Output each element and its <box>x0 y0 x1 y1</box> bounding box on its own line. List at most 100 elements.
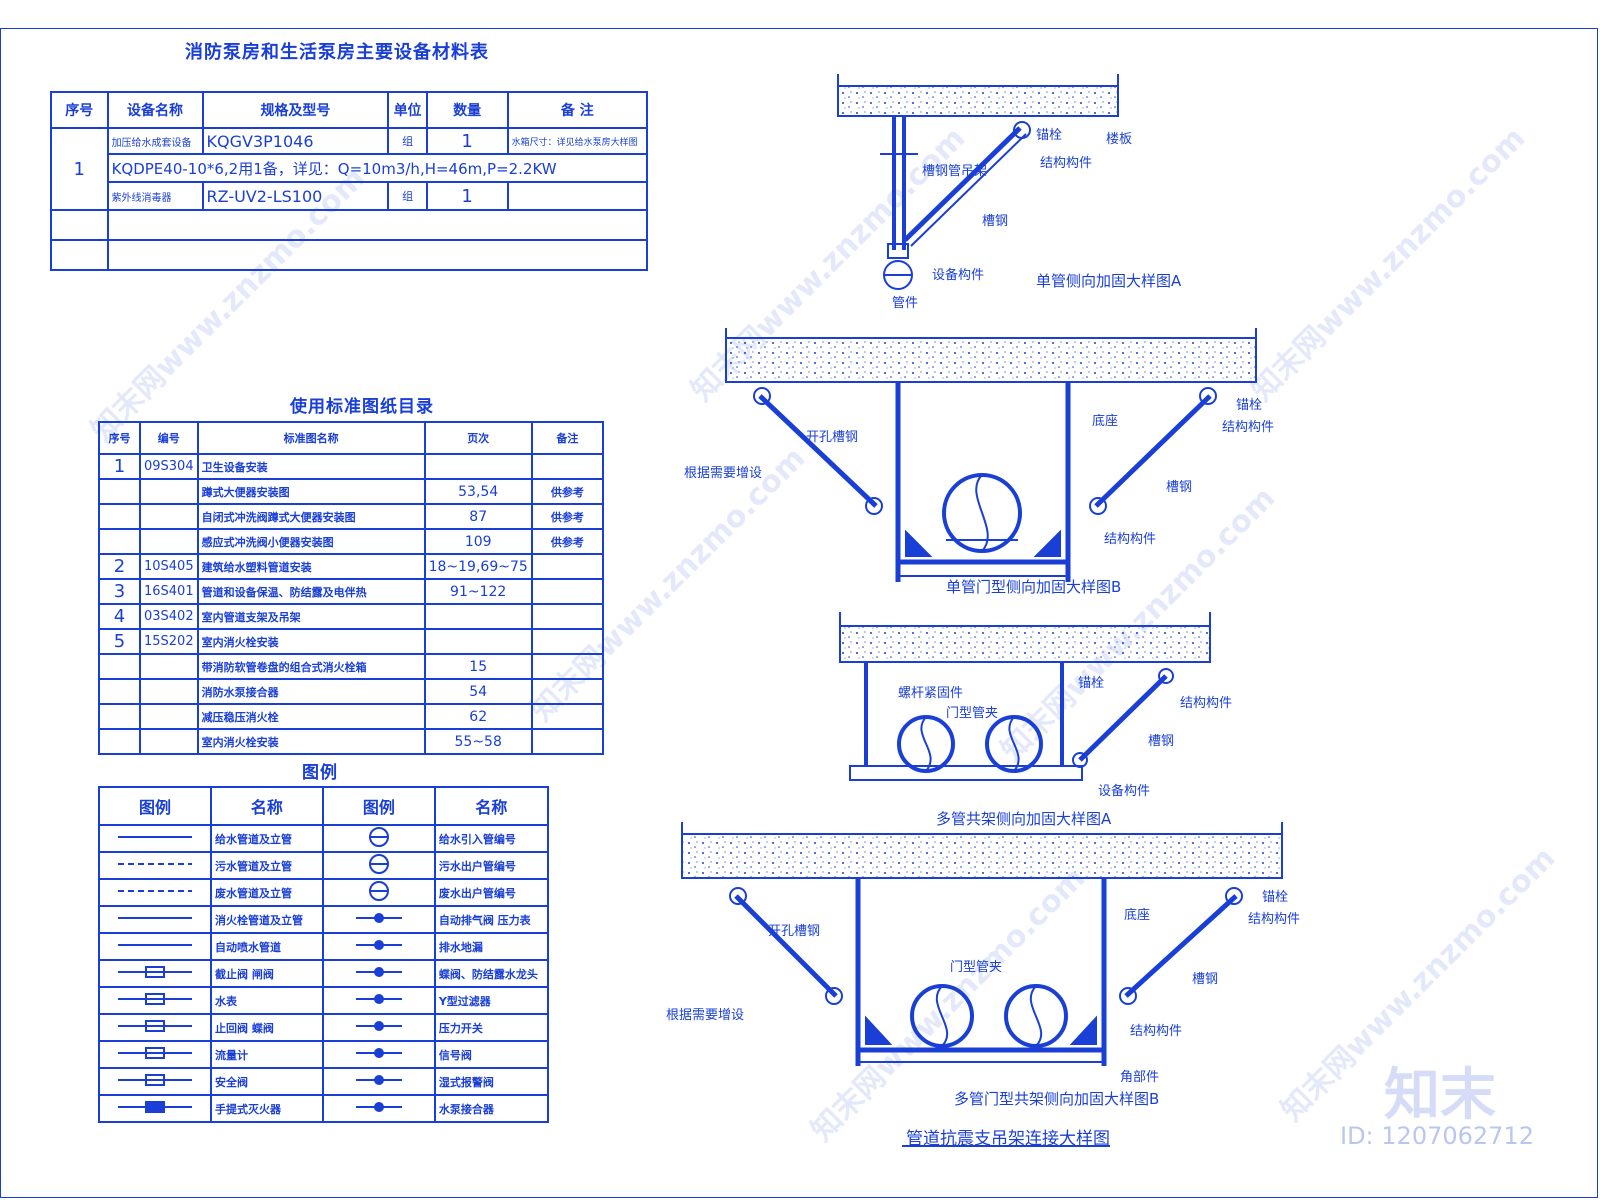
std-cell-page: 54 <box>423 678 533 705</box>
equipment-table: 序号 设备名称 规格及型号 单位 数量 备 注 1 加压给水成套设备 KQGV3… <box>50 91 649 271</box>
detail-b-label-brace: 槽钢 <box>1166 480 1193 495</box>
detail-d-label-clamp: 门型管夹 <box>950 960 1003 975</box>
std-cell-page: 18~19,69~75 <box>423 553 533 580</box>
std-header-code: 编号 <box>138 421 199 455</box>
legend-table-row: 截止阀 闸阀蝶阀、防结露水龙头 <box>97 959 550 988</box>
std-header-page: 页次 <box>423 421 533 455</box>
detail-b-label-struct2: 结构构件 <box>1104 532 1157 547</box>
legend-name-cell: 自动喷水管道 <box>210 932 324 961</box>
detail-c-slab <box>839 625 1211 663</box>
eq-empty-cell <box>50 239 109 271</box>
legend-symbol-cell <box>97 1094 213 1123</box>
legend-table-row: 废水管道及立管废水出户管编号 <box>97 878 550 907</box>
legend-symbol-cell <box>97 986 213 1015</box>
std-cell-name: 管道和设备保温、防结露及电伴热 <box>196 578 426 605</box>
std-cell-code <box>138 703 199 730</box>
legend-table-row: 自动喷水管道排水地漏 <box>97 932 550 961</box>
detail-b-label-bolt: 锚栓 <box>1236 398 1263 413</box>
std-cell-page: 55~58 <box>423 728 533 755</box>
legend-device-symbol-icon <box>355 1074 402 1085</box>
legend-name-cell: 给水引入管编号 <box>433 824 550 853</box>
legend-name-cell: 压力开关 <box>433 1013 550 1042</box>
detail-c-caption: 多管共架侧向加固大样图A <box>936 810 1112 828</box>
legend-device-symbol-icon <box>368 827 389 847</box>
legend-symbol-cell <box>321 1067 436 1096</box>
eq-row1-note: 水箱尺寸：详见给水泵房大样图 <box>506 127 649 155</box>
legend-name-cell: 安全阀 <box>210 1067 324 1096</box>
legend-symbol-cell <box>97 824 213 853</box>
eq-row1-no: 1 <box>50 127 109 211</box>
detail-d-label-install: 根据需要增设 <box>666 1008 745 1023</box>
std-cell-code: 10S405 <box>138 553 199 580</box>
legend-symbol-cell <box>321 932 436 961</box>
drawing-sheet <box>0 28 1598 1198</box>
legend-device-symbol-icon <box>355 966 402 977</box>
detail-a-label-brace: 槽钢 <box>982 214 1009 229</box>
eq-row1-qty: 1 <box>425 127 509 155</box>
std-cell-name: 卫生设备安装 <box>196 453 426 480</box>
legend-name-cell: 水表 <box>210 986 324 1015</box>
detail-d-label-slot-steel: 开孔槽钢 <box>768 924 821 939</box>
detail-a-drawing <box>837 74 1119 290</box>
std-cell-name: 建筑给水塑料管道安装 <box>196 553 426 580</box>
legend-line-symbol-icon <box>118 889 193 892</box>
std-cell-code <box>138 478 199 505</box>
legend-device-symbol-icon <box>368 881 389 901</box>
detail-a-label-hanger: 槽钢管吊架 <box>922 164 988 179</box>
legend-name-cell: 废水管道及立管 <box>210 878 324 907</box>
standard-table-title: 使用标准图纸目录 <box>290 397 434 417</box>
legend-device-symbol-icon <box>355 1047 402 1058</box>
legend-header-symbol: 图例 <box>97 786 213 826</box>
legend-device-symbol-icon <box>355 993 402 1004</box>
std-cell-note <box>530 578 605 605</box>
std-cell-note <box>530 603 605 630</box>
legend-device-symbol-icon <box>355 912 402 923</box>
legend-name-cell: 手提式灭火器 <box>210 1094 324 1123</box>
detail-d-caption: 多管门型共架侧向加固大样图B <box>954 1090 1160 1108</box>
detail-d-label-brace: 槽钢 <box>1192 972 1219 987</box>
std-cell-name: 室内管道支架及吊架 <box>196 603 426 630</box>
legend-name-cell: 污水出户管编号 <box>433 851 550 880</box>
legend-line-symbol-icon <box>118 965 193 978</box>
legend-symbol-cell <box>97 1040 213 1069</box>
legend-line-symbol-icon <box>118 1019 193 1032</box>
legend-table-row: 安全阀湿式报警阀 <box>97 1067 550 1096</box>
detail-b-label-slot-steel: 开孔槽钢 <box>806 430 859 445</box>
eq-header-name: 设备名称 <box>106 91 204 129</box>
std-cell-no <box>98 728 141 755</box>
legend-line-symbol-icon <box>118 943 193 946</box>
detail-d-label-struct: 结构构件 <box>1248 912 1301 927</box>
detail-d-label-base: 底座 <box>1124 908 1151 923</box>
drawing-title: 管道抗震支吊架连接大样图 <box>906 1129 1110 1149</box>
std-cell-name: 感应式冲洗阀小便器安装图 <box>196 528 426 555</box>
std-cell-page: 53,54 <box>423 478 533 505</box>
legend-symbol-cell <box>321 824 436 853</box>
legend-device-symbol-icon <box>368 854 389 874</box>
std-header-name: 标准图名称 <box>196 421 426 455</box>
legend-line-symbol-icon <box>118 992 193 1005</box>
detail-d-drawing <box>681 822 1283 1066</box>
detail-b-drawing <box>725 328 1257 582</box>
std-cell-name: 室内消火栓安装 <box>196 728 426 755</box>
legend-symbol-cell <box>321 1013 436 1042</box>
std-cell-no: 5 <box>98 628 141 655</box>
legend-name-cell: 流量计 <box>210 1040 324 1069</box>
legend-table-row: 污水管道及立管污水出户管编号 <box>97 851 550 880</box>
legend-header-name2: 名称 <box>433 786 550 826</box>
detail-d-slab <box>681 833 1283 879</box>
eq-row2-model: KQDPE40-10*6,2用1备，详见：Q=10m3/h,H=46m,P=2.… <box>106 153 649 183</box>
detail-a-label-clamp: 设备构件 <box>932 268 985 283</box>
legend-name-cell: 信号阀 <box>433 1040 550 1069</box>
std-cell-code: 15S202 <box>138 628 199 655</box>
std-cell-code <box>138 503 199 530</box>
legend-line-symbol-icon <box>118 1100 193 1113</box>
